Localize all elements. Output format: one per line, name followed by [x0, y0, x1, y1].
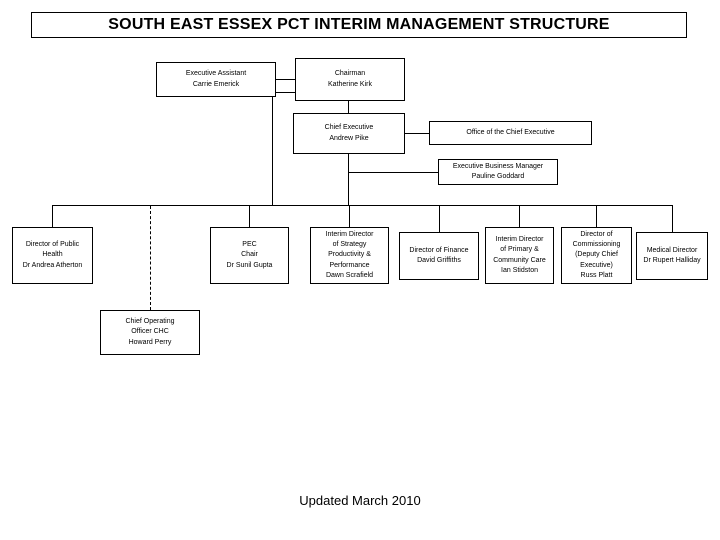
node-executive-assistant[interactable]: Executive Assistant Carrie Emerick	[156, 62, 276, 97]
node-line: Executive)	[580, 261, 613, 269]
node-line: Performance	[329, 261, 370, 269]
node-medical-director[interactable]: Medical Director Dr Rupert Halliday	[636, 232, 708, 280]
connector-bus-to-interim-director-primary-community-care	[519, 205, 520, 227]
connector-bus-to-interim-director-strategy	[349, 205, 350, 227]
node-line: Chief Operating	[125, 318, 175, 326]
node-line: Director of Finance	[409, 246, 469, 254]
node-line: Commissioning	[572, 241, 621, 249]
connector-bus-to-chief-operating-officer-dashed	[150, 206, 151, 310]
connector-chairman-to-bus	[272, 92, 273, 205]
node-director-public-health[interactable]: Director of Public Health Dr Andrea Athe…	[12, 227, 93, 284]
node-line: Productivity &	[328, 251, 371, 259]
node-line: Carrie Emerick	[192, 80, 240, 88]
node-pec-chair[interactable]: PEC Chair Dr Sunil Gupta	[210, 227, 289, 284]
connector-chairman-to-chief-executive	[348, 101, 349, 113]
node-line: Howard Perry	[128, 338, 172, 346]
node-line: Interim Director	[325, 231, 374, 239]
node-line: Dr Rupert Halliday	[643, 257, 701, 264]
node-line: Chief Executive	[324, 124, 374, 132]
node-line: Health	[42, 251, 63, 259]
node-line: Dawn Scrafield	[325, 271, 374, 279]
connector-chief-executive-drop	[348, 154, 349, 205]
connector-exec-assistant-to-chairman	[276, 79, 295, 80]
node-chief-executive[interactable]: Chief Executive Andrew Pike	[293, 113, 405, 154]
node-line: Dr Sunil Gupta	[226, 261, 273, 269]
connector-chairman-bottom-stub	[272, 92, 296, 93]
page-title: SOUTH EAST ESSEX PCT INTERIM MANAGEMENT …	[31, 12, 687, 38]
node-line: Ian Stidston	[501, 266, 538, 274]
node-line: Community Care	[493, 256, 546, 264]
node-line: Office of the Chief Executive	[466, 128, 555, 136]
node-interim-director-primary-community-care[interactable]: Interim Director of Primary & Community …	[485, 227, 554, 284]
node-line: David Griffiths	[417, 257, 461, 264]
node-line: Medical Director	[646, 246, 698, 254]
node-line: Interim Director	[495, 236, 544, 244]
management-bus-line	[52, 205, 673, 206]
page-title-text: SOUTH EAST ESSEX PCT INTERIM MANAGEMENT …	[108, 16, 610, 33]
node-line: Chairman	[334, 70, 366, 78]
node-line: Executive Assistant	[185, 70, 247, 78]
connector-bus-to-director-finance	[439, 205, 440, 232]
connector-bus-to-director-public-health	[52, 205, 53, 227]
node-office-of-chief-executive[interactable]: Office of the Chief Executive	[429, 121, 592, 145]
node-director-commissioning[interactable]: Director of Commissioning (Deputy Chief …	[561, 227, 632, 284]
node-chief-operating-officer-chc[interactable]: Chief Operating Officer CHC Howard Perry	[100, 310, 200, 355]
node-line: Andrew Pike	[329, 134, 369, 142]
node-line: of Strategy	[332, 241, 367, 249]
node-line: Director of Public	[25, 241, 80, 249]
connector-bus-to-director-commissioning	[596, 205, 597, 227]
node-line: Director of	[580, 231, 613, 239]
node-executive-business-manager[interactable]: Executive Business Manager Pauline Godda…	[438, 159, 558, 185]
connector-bus-to-medical-director	[672, 205, 673, 232]
node-line: of Primary &	[500, 246, 539, 254]
node-line: PEC	[242, 241, 257, 249]
node-interim-director-strategy[interactable]: Interim Director of Strategy Productivit…	[310, 227, 389, 284]
node-line: Officer CHC	[131, 328, 169, 336]
node-line: (Deputy Chief	[575, 251, 618, 259]
node-line: Chair	[241, 251, 258, 259]
node-director-finance[interactable]: Director of Finance David Griffiths	[399, 232, 479, 280]
node-line: Katherine Kirk	[328, 80, 372, 88]
node-line: Dr Andrea Atherton	[22, 261, 83, 269]
node-line: Russ Platt	[580, 271, 613, 279]
connector-bus-to-pec-chair	[249, 205, 250, 227]
node-chairman[interactable]: Chairman Katherine Kirk	[295, 58, 405, 101]
connector-chief-executive-to-office	[405, 133, 429, 134]
connector-chief-executive-to-business-manager	[348, 172, 438, 173]
node-line: Pauline Goddard	[471, 173, 525, 180]
node-line: Executive Business Manager	[452, 162, 544, 170]
footer-updated-note: Updated March 2010	[299, 493, 421, 508]
